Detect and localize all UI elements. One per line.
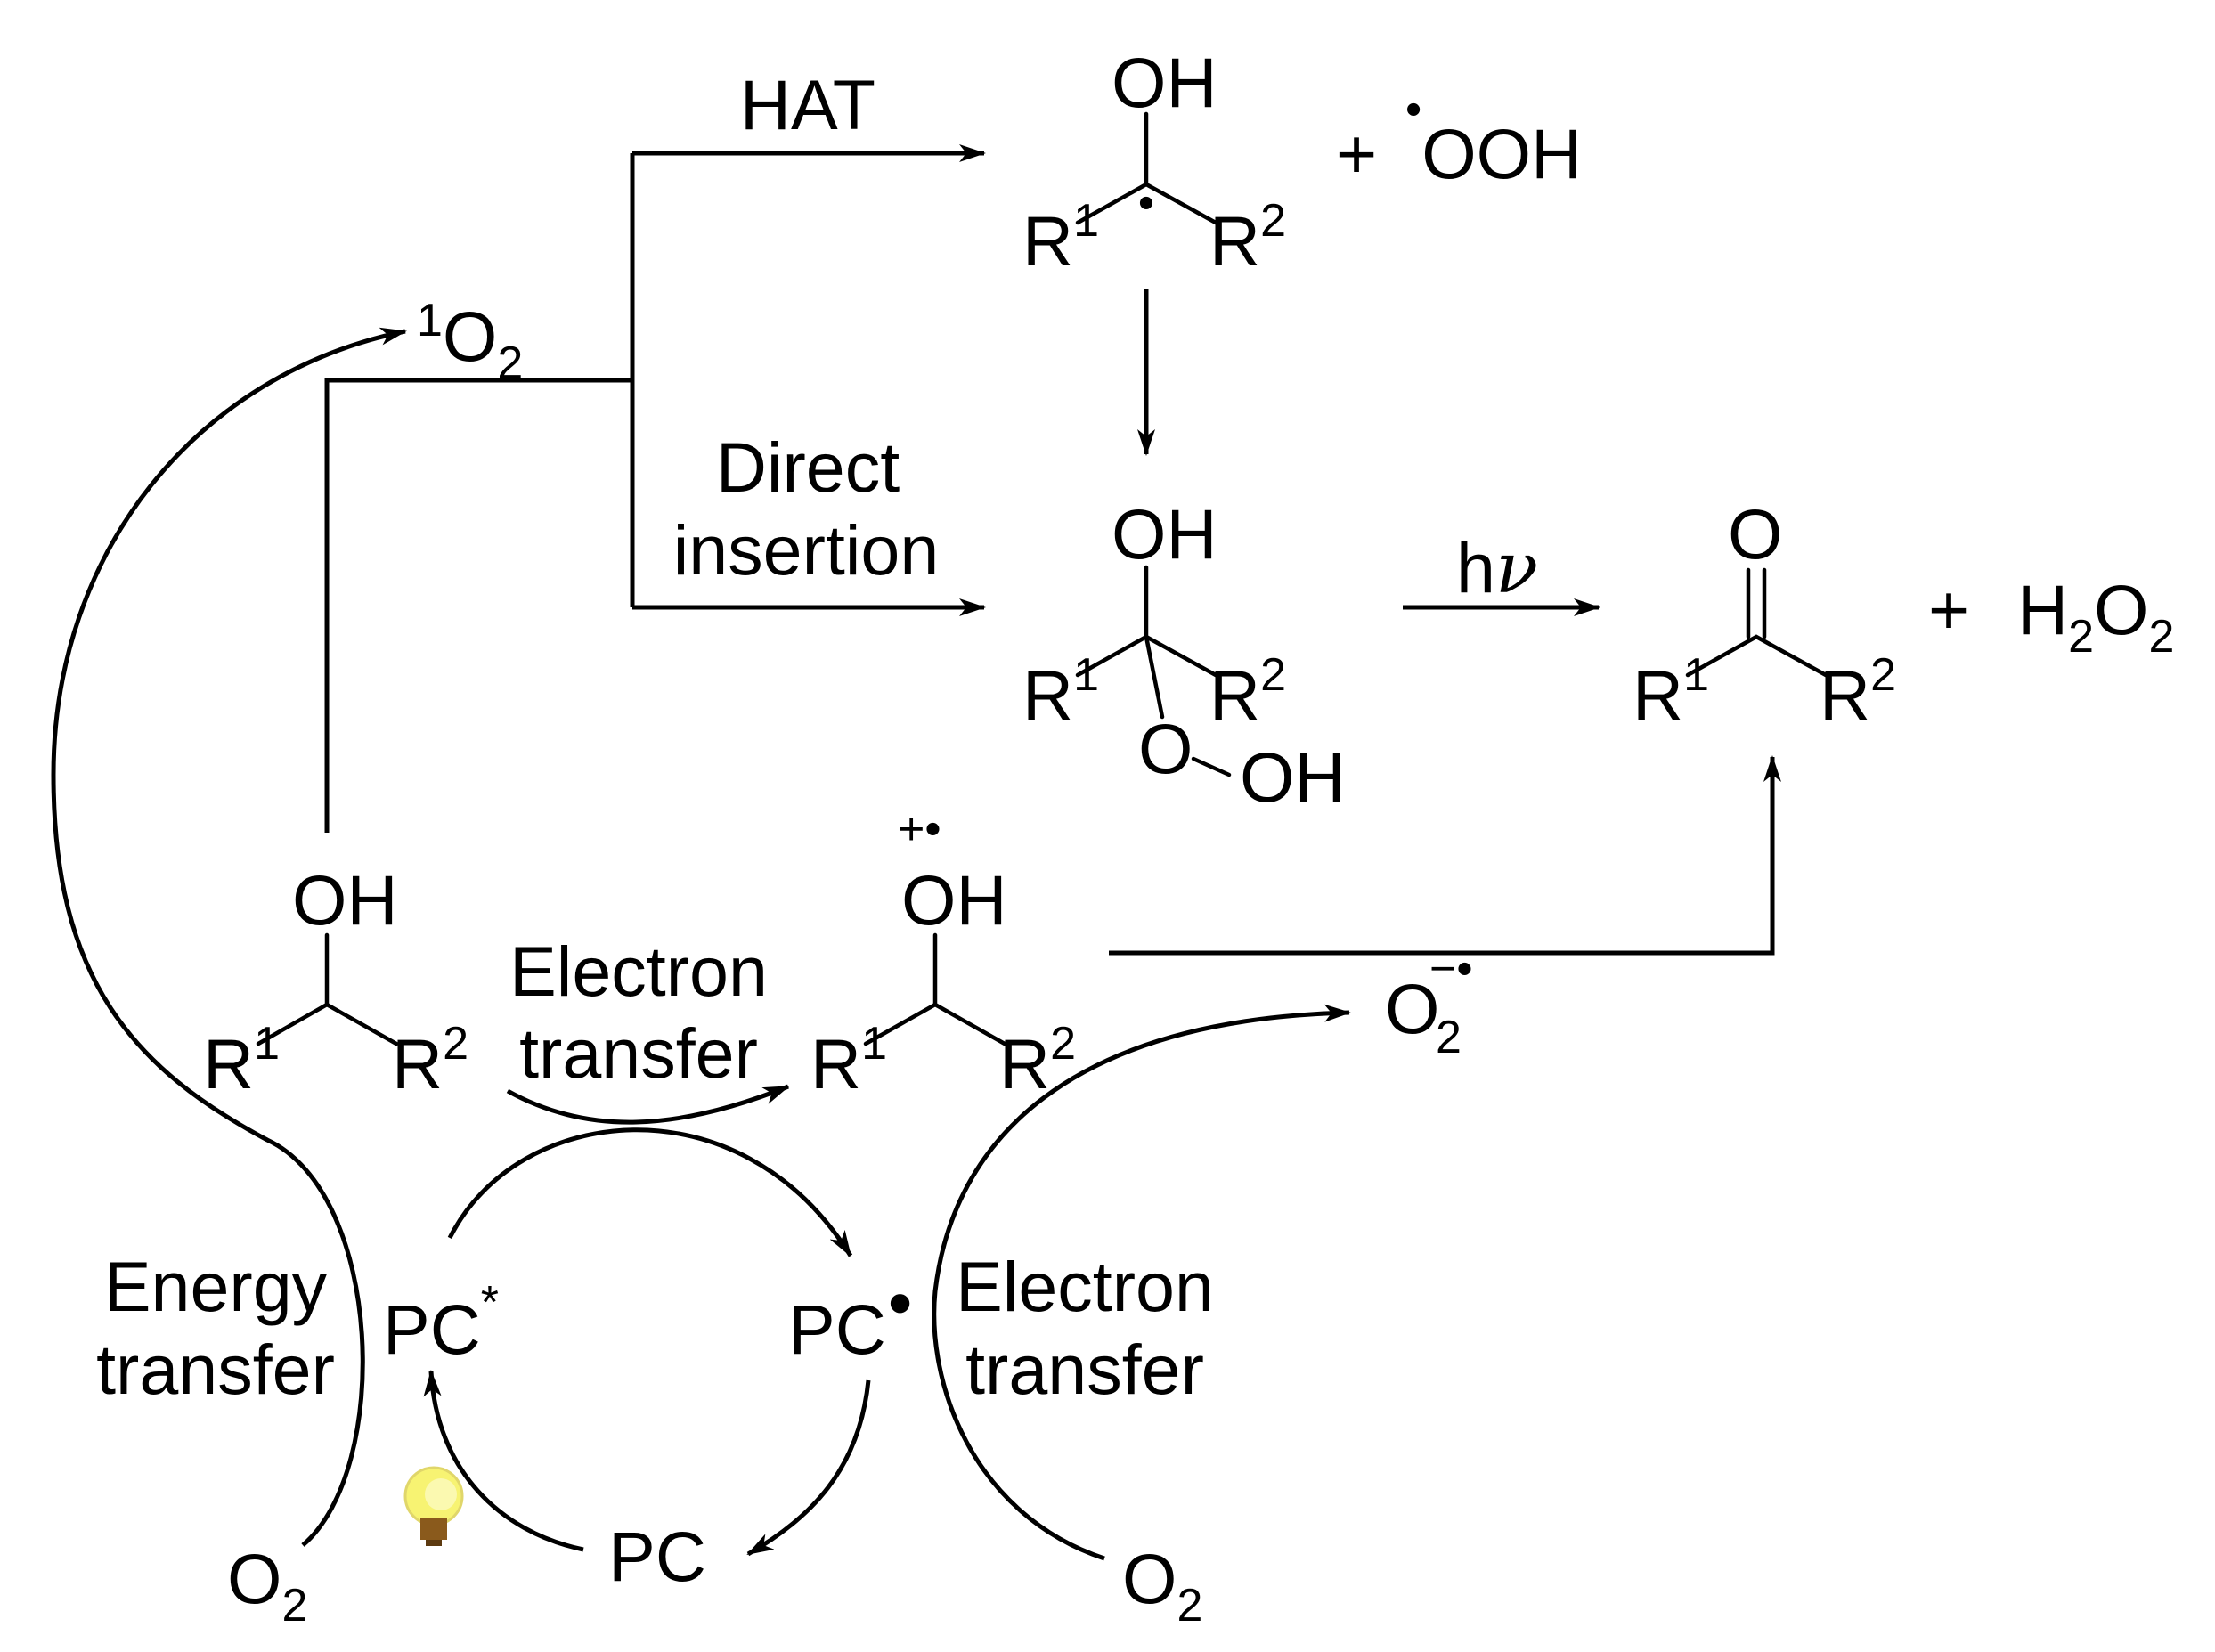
- alcohol-structure: OH R1 R2: [203, 860, 468, 1103]
- hydroperoxide-o: O: [1138, 709, 1193, 788]
- hydroperoxide-r2: R2: [1209, 649, 1286, 735]
- direct-insertion-label-line2: insertion: [673, 510, 940, 590]
- radical-cation-oh: OH: [901, 860, 1007, 940]
- pc-ground: PC: [608, 1517, 706, 1596]
- cycle-arc-pcradical-to-pc: [746, 1379, 871, 1557]
- radical-cation-charge: +•: [898, 803, 941, 855]
- hydroperoxyl-radical: •OOH: [1405, 84, 1582, 193]
- radical-cation-r1: R1: [810, 1018, 887, 1103]
- hv-label: hν: [1456, 527, 1538, 609]
- cation-to-ketone-arrow: [1109, 755, 1781, 956]
- electron-transfer-label-1a: Electron: [509, 932, 768, 1011]
- direct-insertion-label-line1: Direct: [716, 427, 900, 507]
- plus-hat: +: [1336, 114, 1377, 193]
- light-bulb-icon: [403, 1466, 464, 1546]
- cycle-arc-pc-to-pcstar: [423, 1370, 584, 1552]
- ketone-structure: O R1 R2: [1633, 494, 1896, 735]
- energy-transfer-arrow: [51, 327, 407, 1547]
- plus-product: +: [1928, 570, 1969, 649]
- hydroperoxide-oh2: OH: [1240, 737, 1346, 817]
- arrows: [51, 144, 1781, 1561]
- carbon-radical-oh: OH: [1112, 43, 1217, 122]
- carbon-radical-structure: OH • R1 R2: [1022, 43, 1286, 281]
- radical-cation-r2: R2: [999, 1018, 1076, 1103]
- superoxide: O: [1385, 969, 1439, 1048]
- energy-transfer-label-b: transfer: [96, 1330, 335, 1409]
- electron-transfer-arrow-2: [932, 1004, 1351, 1561]
- superoxide-sup: −•: [1429, 943, 1473, 995]
- pc-radical: PC•: [788, 1263, 912, 1369]
- carbon-radical-r2: R2: [1209, 195, 1286, 281]
- radical-cation-structure: +• OH R1 R2: [810, 803, 1076, 1103]
- superoxide-sub: 2: [1436, 1012, 1462, 1063]
- cycle-arc-pcstar-to-pcradical: [447, 1127, 853, 1257]
- hydroperoxide-oh: OH: [1112, 494, 1217, 574]
- hydrogen-peroxide: H2O2: [2017, 570, 2174, 663]
- alcohol-oh: OH: [292, 860, 398, 940]
- ketone-r2: R2: [1820, 649, 1896, 735]
- pc-excited: PC*: [383, 1277, 499, 1369]
- o2-energy-transfer: O2: [227, 1539, 307, 1632]
- alcohol-r1: R1: [203, 1018, 280, 1103]
- hydroperoxide-r1: R1: [1022, 649, 1099, 735]
- hydroperoxide-structure: OH R1 R2 O OH: [1022, 494, 1346, 817]
- electron-transfer-arrow-1: [506, 1084, 790, 1125]
- ketone-o: O: [1728, 494, 1782, 574]
- hat-label: HAT: [740, 65, 875, 144]
- electron-transfer-label-2a: Electron: [956, 1247, 1214, 1326]
- electron-transfer-label-1b: transfer: [519, 1013, 758, 1093]
- carbon-radical-r1: R1: [1022, 195, 1099, 281]
- energy-transfer-label-a: Energy: [104, 1247, 328, 1326]
- electron-transfer-label-2b: transfer: [965, 1330, 1204, 1409]
- carbon-radical-dot: •: [1138, 177, 1154, 229]
- o2-electron-transfer: O2: [1122, 1539, 1202, 1632]
- alcohol-r2: R2: [392, 1018, 468, 1103]
- ketone-r1: R1: [1633, 649, 1709, 735]
- branch-line: [324, 378, 632, 833]
- singlet-oxygen: 1O2: [417, 295, 523, 389]
